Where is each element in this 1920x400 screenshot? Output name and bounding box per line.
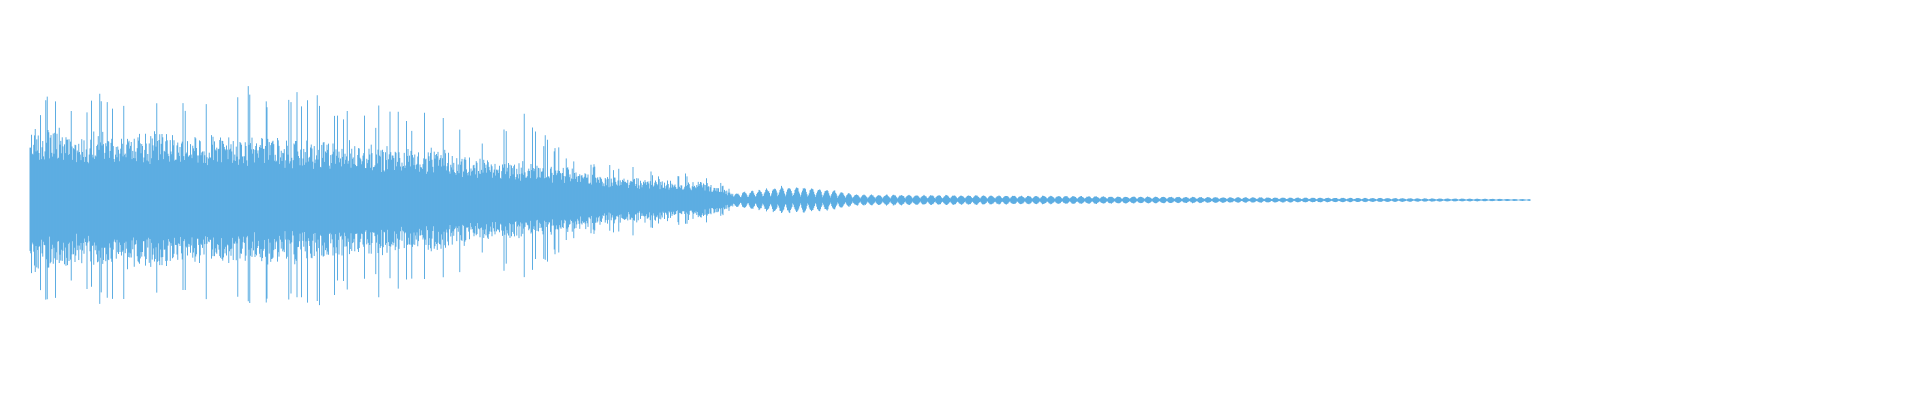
waveform-strokes — [29, 86, 1531, 306]
